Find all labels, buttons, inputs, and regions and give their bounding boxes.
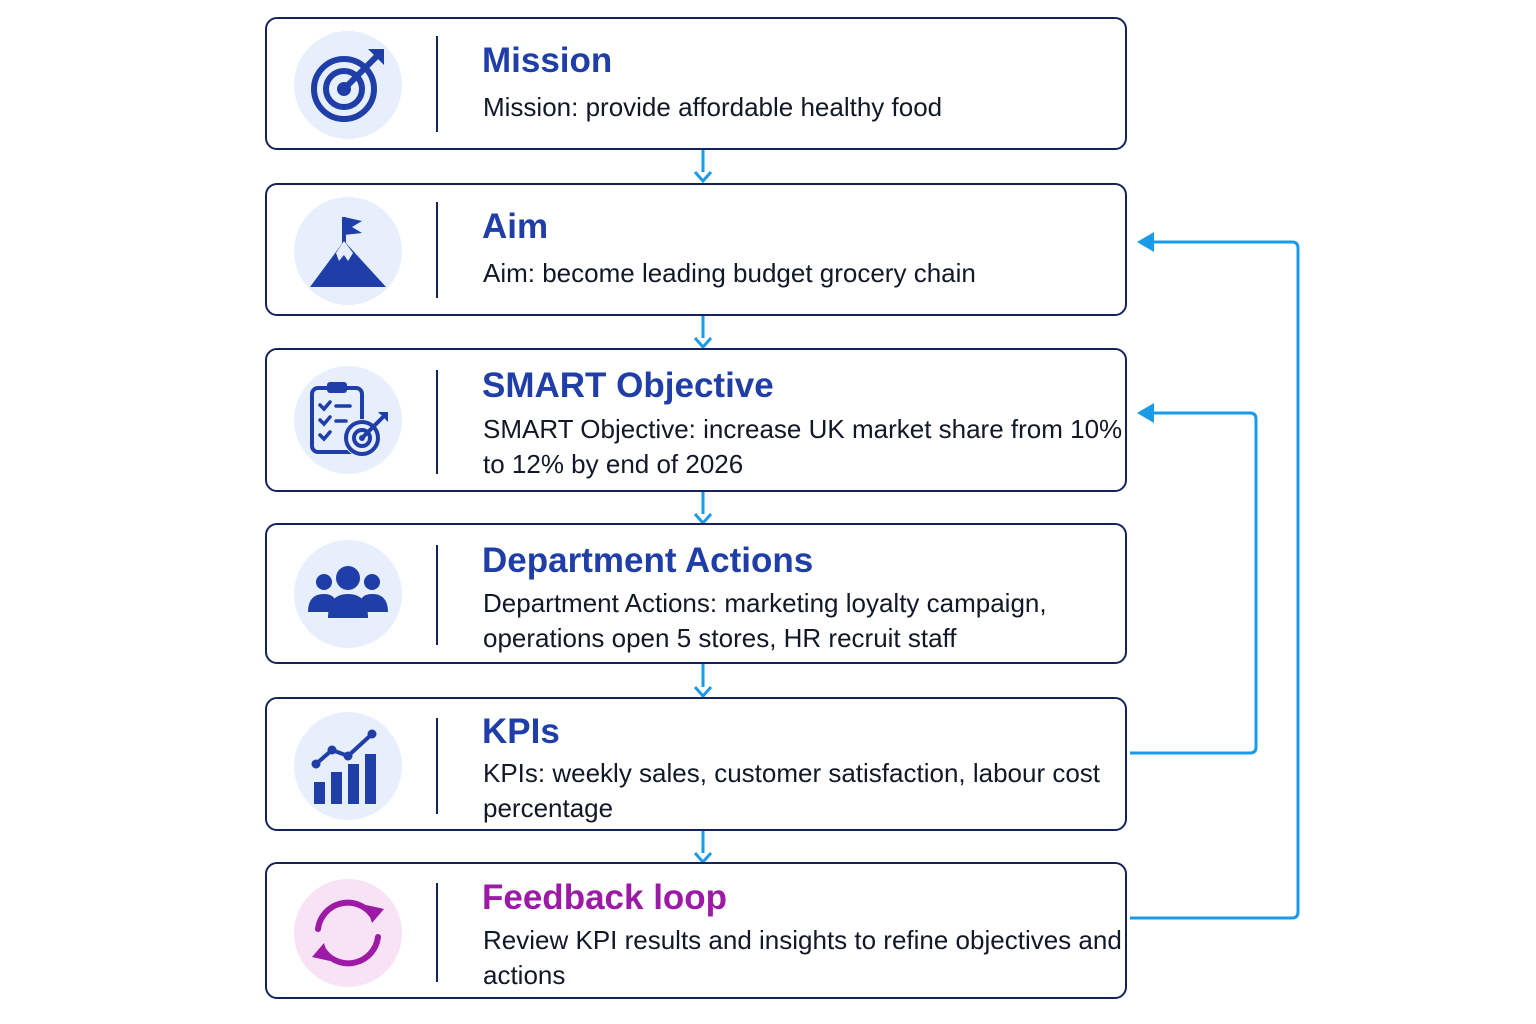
step-title: Aim <box>482 207 549 246</box>
step-smart-objective: SMART Objective SMART Objective: increas… <box>265 348 1127 492</box>
step-title: SMART Objective <box>482 366 774 405</box>
loop-arrowhead-aim <box>1137 232 1154 252</box>
growth-chart-icon <box>311 729 377 804</box>
growth-chart-icon-badge <box>294 712 402 820</box>
step-description: Mission: provide affordable healthy food <box>483 92 943 122</box>
step-description: SMART Objective: increase UK market shar… <box>483 414 1123 479</box>
team-icon <box>308 566 388 618</box>
checklist-target-icon-badge <box>294 366 402 474</box>
mountain-flag-icon-badge <box>294 197 402 305</box>
refresh-cycle-icon-badge <box>294 879 402 987</box>
checklist-target-icon <box>310 382 388 457</box>
step-aim: Aim Aim: become leading budget grocery c… <box>265 183 1127 316</box>
step-title: Mission <box>482 41 613 80</box>
step-description: Aim: become leading budget grocery chain <box>483 258 976 288</box>
loop-arrowhead-objective <box>1137 403 1154 423</box>
divider <box>436 545 438 645</box>
step-title: Feedback loop <box>482 878 728 917</box>
step-department-actions: Department Actions Department Actions: m… <box>265 523 1127 664</box>
step-description: Department Actions: marketing loyalty ca… <box>483 588 1047 653</box>
step-title: KPIs <box>482 712 560 751</box>
refresh-cycle-icon <box>312 899 384 967</box>
step-description: KPIs: weekly sales, customer satisfactio… <box>483 758 1101 823</box>
target-icon <box>311 49 384 122</box>
loop-kpis-to-objective <box>1130 411 1258 755</box>
step-kpis: KPIs KPIs: weekly sales, customer satisf… <box>265 697 1127 831</box>
step-title: Department Actions <box>482 541 814 580</box>
divider <box>436 36 438 132</box>
divider <box>436 202 438 298</box>
step-mission: Mission Mission: provide affordable heal… <box>265 17 1127 150</box>
team-icon-badge <box>294 540 402 648</box>
target-icon-badge <box>294 31 402 139</box>
divider <box>436 718 438 814</box>
step-description: Review KPI results and insights to refin… <box>483 925 1122 990</box>
loop-feedback-to-aim <box>1130 240 1300 920</box>
divider <box>436 370 438 474</box>
step-feedback-loop: Feedback loop Review KPI results and ins… <box>265 862 1127 999</box>
mountain-flag-icon <box>310 217 386 287</box>
divider <box>436 883 438 982</box>
